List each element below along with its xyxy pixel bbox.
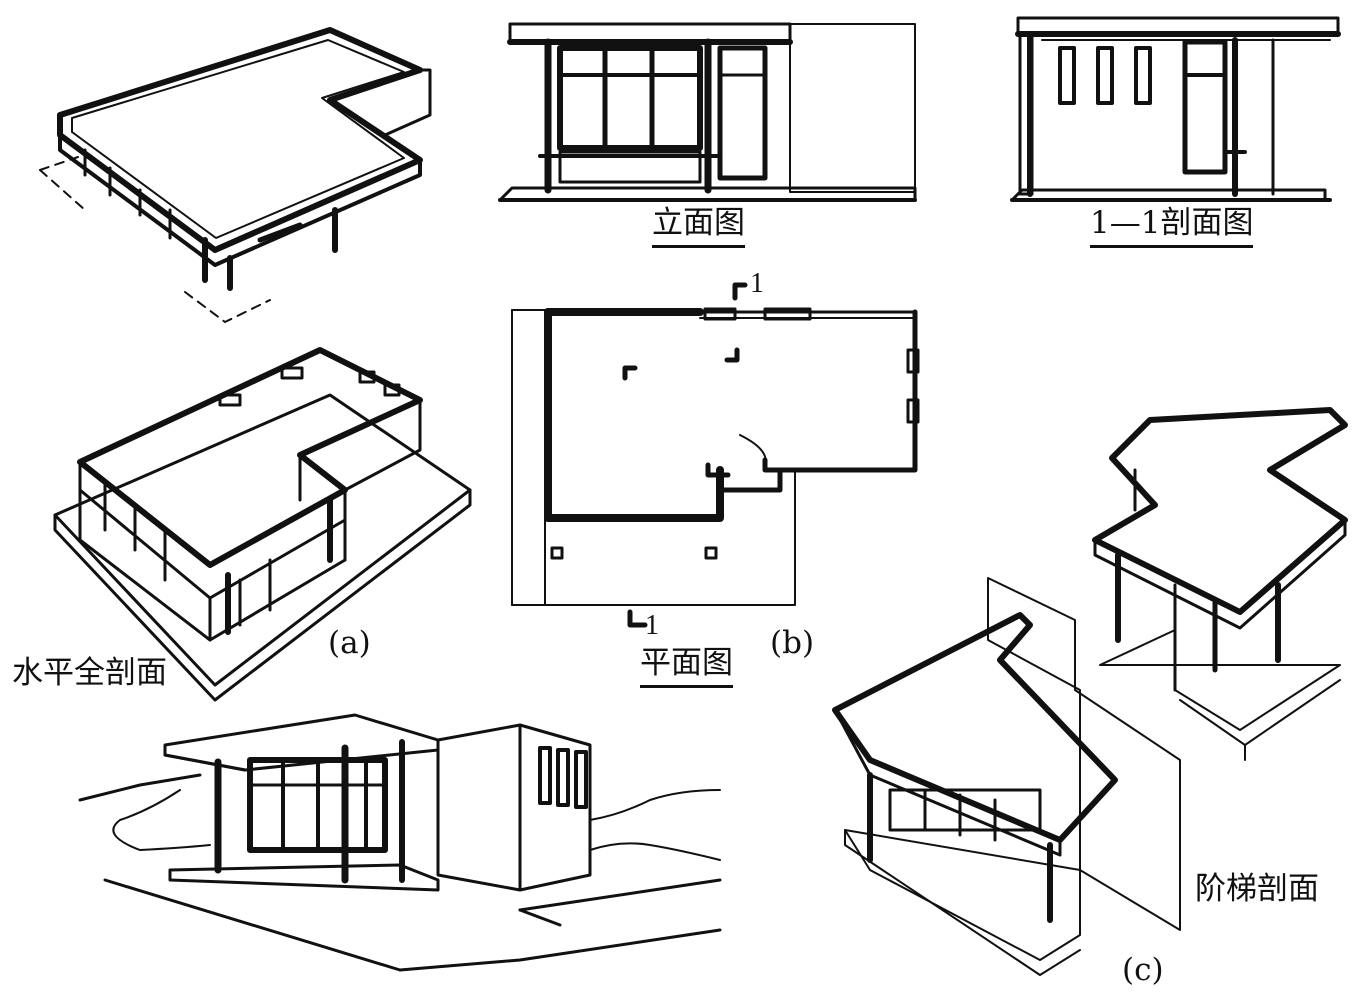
section-1-1-caption: 1—1剖面图 (1090, 208, 1254, 248)
section-mark-top: 1 (750, 268, 764, 299)
part-a-label: (a) (328, 625, 371, 661)
horizontal-section-caption: 水平全剖面 (12, 655, 167, 691)
section-mark-bottom: 1 (645, 610, 659, 641)
part-b-label: (b) (770, 625, 815, 661)
stepped-section-isometric (832, 407, 1348, 976)
floor-plan (511, 282, 920, 628)
kiosk-perspective (78, 713, 722, 972)
elevation-caption: 立面图 (652, 208, 745, 248)
front-elevation (498, 22, 917, 202)
stepped-section-caption: 阶梯剖面 (1195, 871, 1319, 907)
part-c-label: (c) (1122, 952, 1164, 988)
plan-caption: 平面图 (640, 648, 733, 688)
section-1-1 (1010, 16, 1341, 202)
horizontal-section-isometric (53, 347, 472, 702)
roof-isometric-view (39, 27, 432, 323)
